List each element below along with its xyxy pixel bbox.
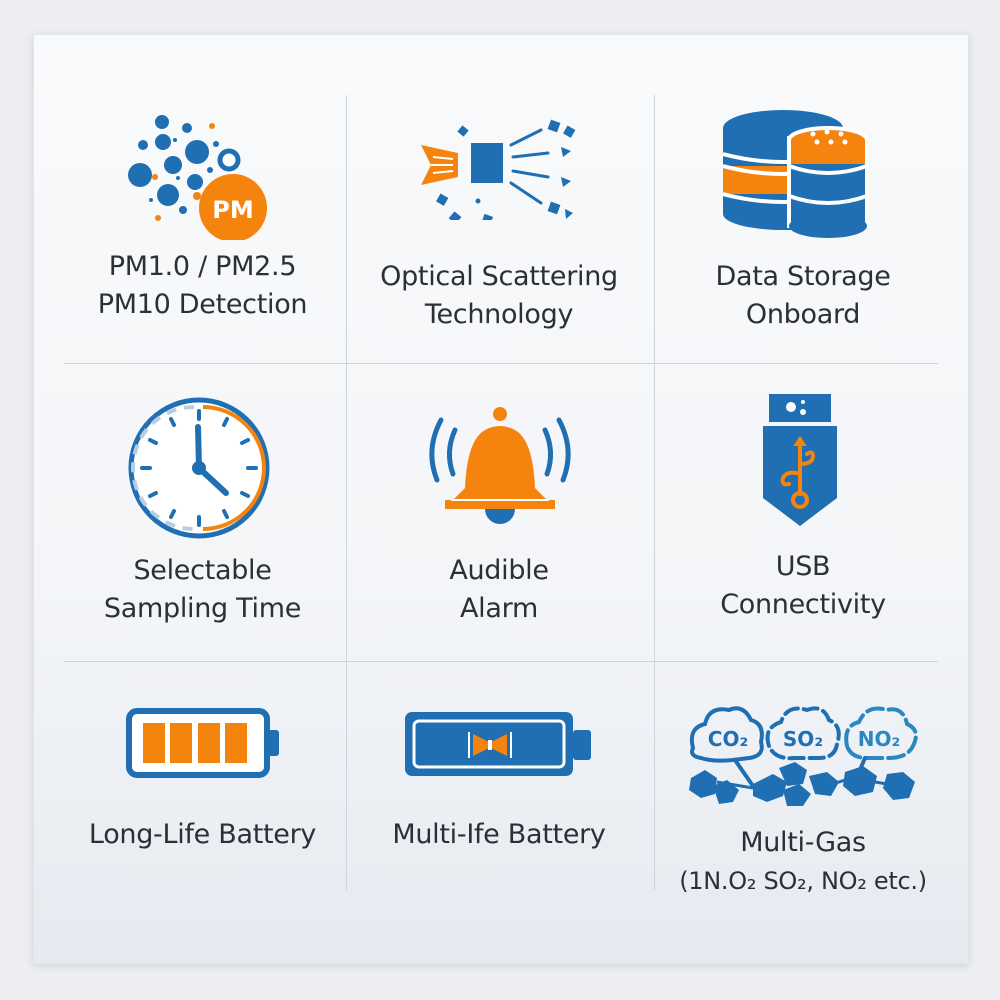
feature-title: Multi-Gas (1N.O₂ SO₂, NO₂ etc.) <box>679 827 927 895</box>
bell-icon <box>429 407 571 524</box>
divider <box>654 95 655 890</box>
divider <box>346 95 347 890</box>
battery-bowtie-icon <box>405 712 591 776</box>
feature-battery-long: Long-Life Battery <box>60 680 345 880</box>
svg-text:SO₂: SO₂ <box>783 727 823 751</box>
feature-multigas: CO₂ SO₂ NO₂ Multi-Gas (1N.O₂ SO₂, NO₂ et… <box>653 680 953 920</box>
particles-pm-icon: PM <box>128 115 267 240</box>
clock-icon <box>128 397 270 539</box>
feature-battery-multi: Multi-Ife Battery <box>345 680 653 880</box>
divider <box>64 363 938 364</box>
feature-title: Long-Life Battery <box>88 819 317 850</box>
divider <box>64 661 938 662</box>
svg-text:CO₂: CO₂ <box>708 727 748 751</box>
svg-text:NO₂: NO₂ <box>858 727 901 751</box>
optical-scattering-icon <box>421 119 576 220</box>
database-icon <box>723 110 869 238</box>
gas-clouds-icon: CO₂ SO₂ NO₂ <box>689 706 918 806</box>
battery-full-icon <box>126 708 279 778</box>
feature-title: Multi-Ife Battery <box>392 819 606 850</box>
svg-text:PM: PM <box>212 196 253 224</box>
usb-icon <box>763 394 837 526</box>
